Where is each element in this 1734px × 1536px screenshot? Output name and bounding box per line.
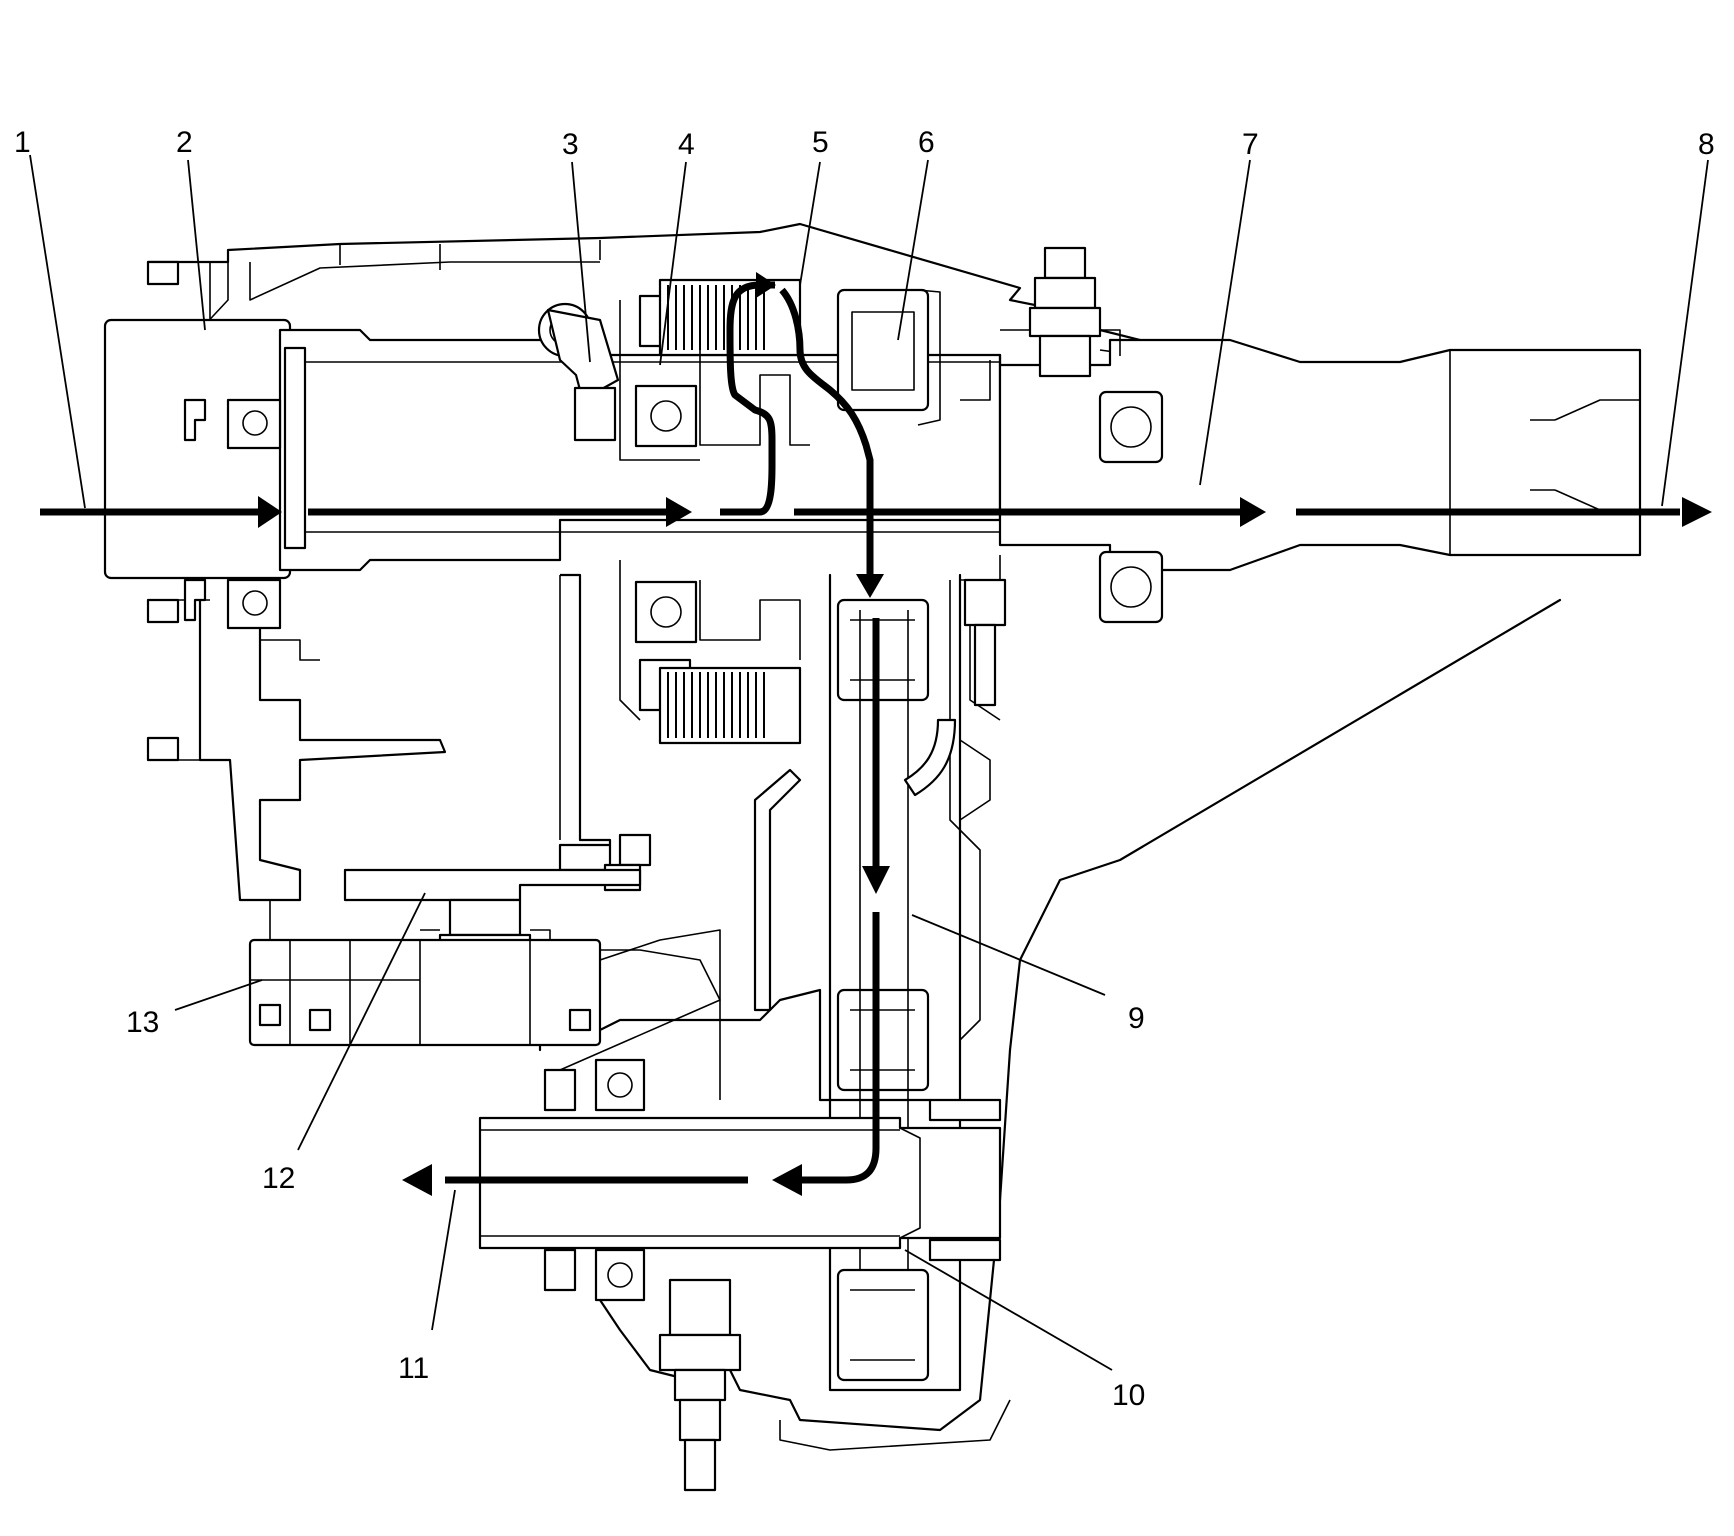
callout-4: 4	[678, 128, 695, 161]
callout-3: 3	[562, 128, 579, 161]
leader-6	[897, 159, 929, 341]
drive-sprocket	[836, 288, 941, 426]
leader-2	[187, 159, 206, 331]
leader-12	[297, 892, 426, 1151]
speed-sensor-rear	[1000, 246, 1121, 378]
callout-11: 11	[398, 1352, 429, 1385]
callout-labels: 1 2 3 4 5 6 7 8 9 10 11 12 13	[14, 126, 1715, 1412]
oil-tube	[753, 718, 957, 1012]
callout-9: 9	[1128, 1002, 1145, 1035]
leader-4	[659, 161, 687, 366]
callout-6: 6	[918, 126, 935, 159]
leader-10	[904, 1249, 1113, 1371]
leader-5	[799, 161, 821, 286]
leader-7	[1199, 159, 1251, 486]
callout-1: 1	[14, 126, 31, 159]
callout-8: 8	[1698, 128, 1715, 161]
callout-10: 10	[1112, 1379, 1145, 1412]
shift-motor	[248, 938, 721, 1071]
power-flow-path	[40, 272, 1712, 1196]
callout-2: 2	[176, 126, 193, 159]
leader-9	[911, 914, 1106, 996]
speed-sensor-front	[658, 1278, 742, 1492]
bearings	[183, 384, 1164, 1302]
leader-11	[431, 1189, 456, 1331]
callout-13: 13	[126, 1006, 159, 1039]
rear-seal-and-flange	[960, 360, 1007, 721]
callout-leaders	[29, 154, 1709, 1371]
callout-7: 7	[1242, 128, 1259, 161]
leader-1	[29, 154, 86, 509]
callout-5: 5	[812, 126, 829, 159]
leader-8	[1661, 159, 1709, 507]
sprocket-lower-on-mainshaft	[836, 598, 930, 702]
leader-13	[174, 979, 263, 1011]
callout-12: 12	[262, 1162, 295, 1195]
leader-3	[571, 161, 591, 363]
